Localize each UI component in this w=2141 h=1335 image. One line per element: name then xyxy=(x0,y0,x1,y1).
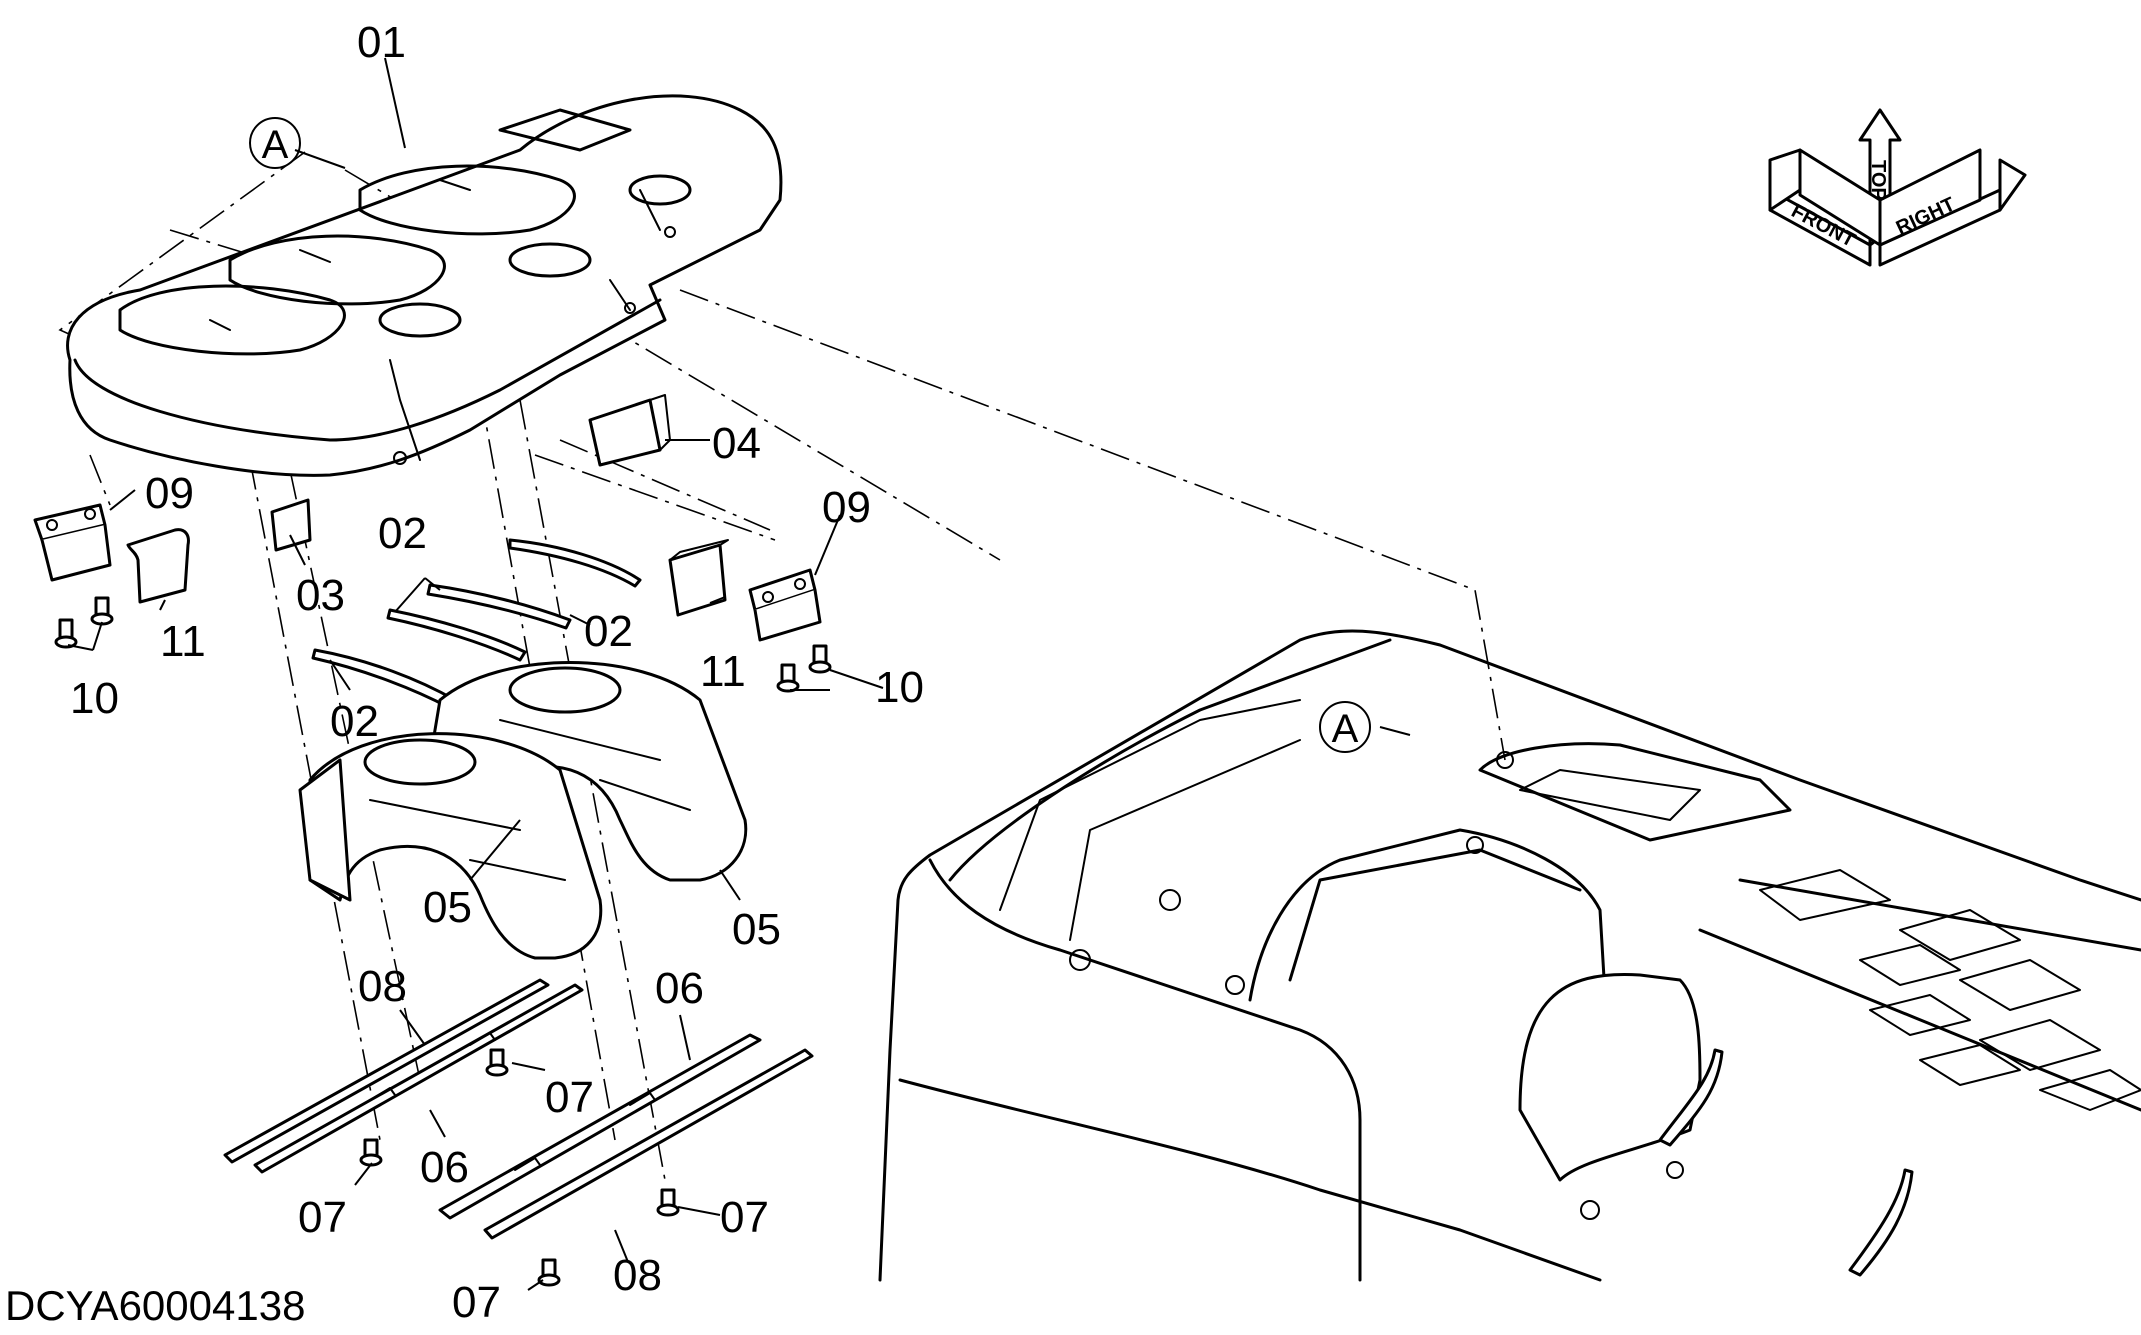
console-body xyxy=(878,629,2141,1282)
callout-08-upper: 08 xyxy=(358,962,407,1011)
callout-06-left: 06 xyxy=(420,1143,469,1192)
part-09-left-bracket xyxy=(33,503,112,582)
part-06-08-left-rails xyxy=(223,978,584,1174)
callout-10-right: 10 xyxy=(875,663,924,712)
callout-03: 03 xyxy=(296,571,345,620)
part-06-08-right-rails xyxy=(438,1033,814,1240)
callout-08-lower: 08 xyxy=(613,1251,662,1300)
callout-10-left: 10 xyxy=(70,674,119,723)
orientation-top-label: TOP xyxy=(1867,160,1889,201)
callout-02-lower: 02 xyxy=(330,697,379,746)
part-10-left-screws xyxy=(54,596,114,649)
leader-lines xyxy=(67,57,1411,1291)
callout-09-left: 09 xyxy=(145,469,194,518)
callout-labels: 01 04 09 09 03 02 02 02 11 11 10 10 05 0… xyxy=(70,18,924,1327)
callout-02-upper: 02 xyxy=(378,509,427,558)
part-01-upper-cover xyxy=(66,94,783,477)
orientation-icon: FRONT RIGHT TOP xyxy=(1768,108,2027,267)
detail-marker-a-top: A xyxy=(249,117,301,169)
part-05-covers xyxy=(298,661,748,960)
part-09-right-bracket xyxy=(748,568,822,642)
callout-07-b: 07 xyxy=(298,1193,347,1242)
callout-04: 04 xyxy=(712,419,761,468)
part-04-bracket xyxy=(588,394,671,467)
part-07-screws xyxy=(359,1048,680,1287)
callout-07-c: 07 xyxy=(720,1193,769,1242)
callout-05-left: 05 xyxy=(423,883,472,932)
callout-02-right: 02 xyxy=(584,607,633,656)
drawing-code: DCYA60004138 xyxy=(5,1282,305,1329)
svg-text:A: A xyxy=(1332,707,1359,751)
callout-11-left: 11 xyxy=(160,617,206,666)
svg-text:A: A xyxy=(262,123,289,167)
callout-09-right: 09 xyxy=(822,483,871,532)
part-11-right-plate xyxy=(668,539,729,617)
callout-07-a: 07 xyxy=(545,1073,594,1122)
callout-11-right: 11 xyxy=(700,647,746,696)
callout-06-right: 06 xyxy=(655,964,704,1013)
callout-07-d: 07 xyxy=(452,1278,501,1327)
callout-01: 01 xyxy=(357,18,406,67)
detail-marker-a-body: A xyxy=(1319,701,1371,753)
callout-05-right: 05 xyxy=(732,905,781,954)
part-10-right-screws xyxy=(776,644,832,693)
part-11-left-plate xyxy=(126,528,190,604)
part-03-plate xyxy=(270,498,312,552)
